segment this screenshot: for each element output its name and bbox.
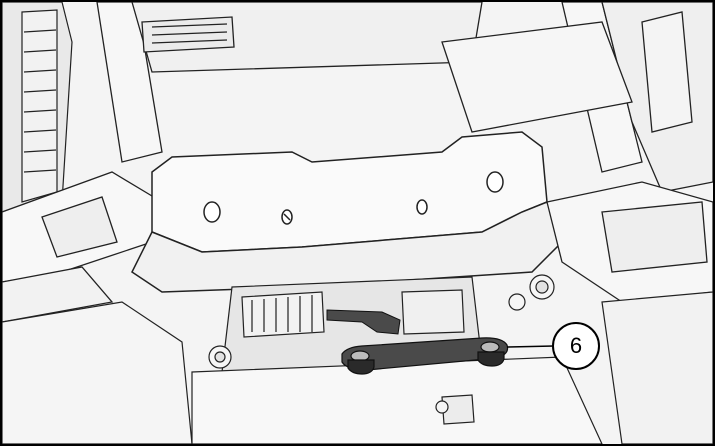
lower-chassis [2,291,713,444]
spacer-bar-part [341,337,509,375]
upper-bracket [326,309,401,335]
callout-number: 6 [569,333,583,358]
left-grille [2,2,73,223]
left-bumper-arm [2,171,163,323]
bumper-plate [131,131,563,293]
callout-circle: 6 [552,322,600,370]
callout-leader-line [506,345,555,348]
right-bumper-arm [546,181,713,303]
upper-frame-tubes [96,2,713,193]
